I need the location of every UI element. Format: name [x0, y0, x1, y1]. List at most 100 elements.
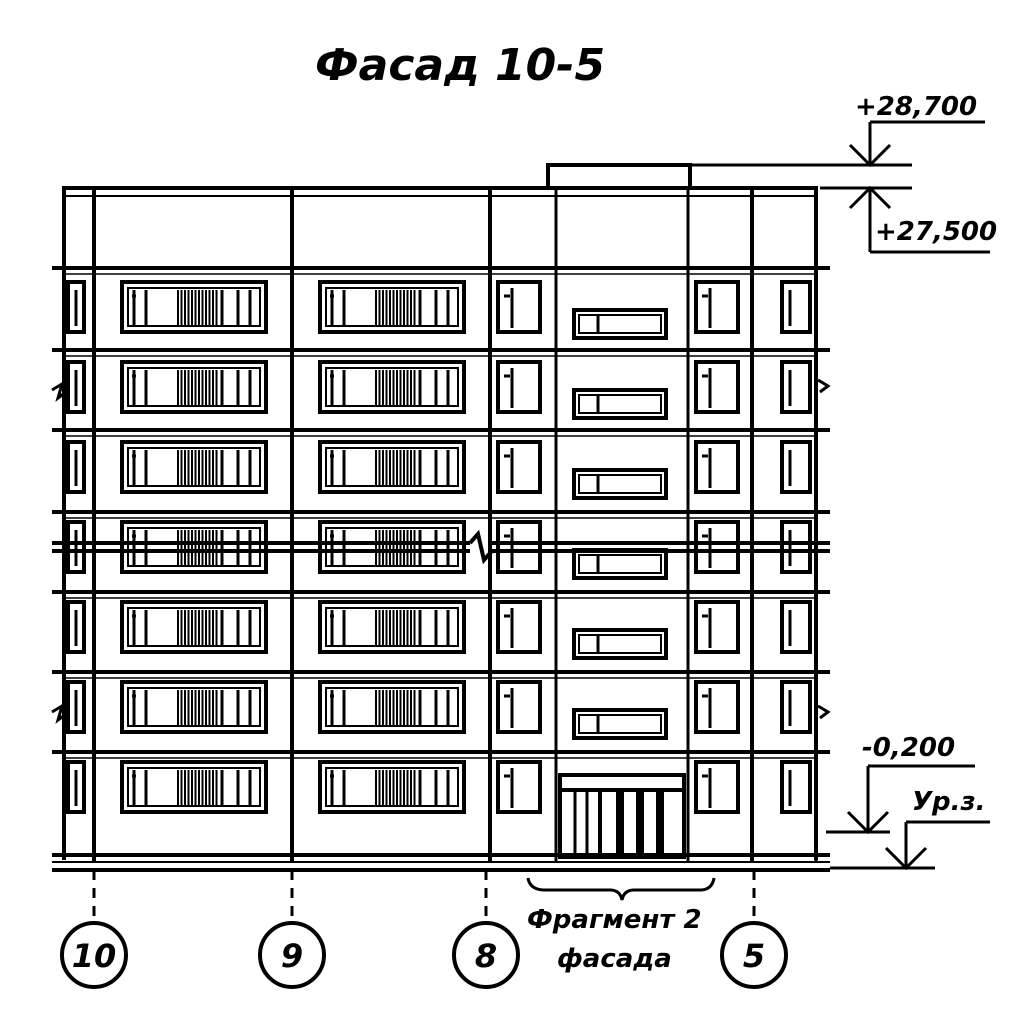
- window-frame: [120, 360, 268, 414]
- window-inner: [325, 447, 459, 487]
- window-inner: [578, 314, 662, 334]
- window-frame: [496, 600, 542, 654]
- window-frame: [66, 520, 86, 574]
- elevation-marker-parapet: [820, 185, 990, 254]
- axis-label: 8: [475, 937, 497, 975]
- elevation-marker-ground: [830, 820, 990, 871]
- edge-window-33: [780, 600, 812, 654]
- axis-marker-5: 5: [720, 870, 788, 989]
- window-frame: [572, 708, 668, 740]
- window-frame: [318, 520, 466, 574]
- wide-window-23: [318, 520, 466, 574]
- small-window-39: [694, 680, 740, 734]
- window-frame: [496, 280, 542, 334]
- small-window-18: [694, 440, 740, 494]
- window-frame: [694, 760, 740, 814]
- window-frame: [66, 440, 86, 494]
- small-window-10: [496, 360, 542, 414]
- edge-window-35: [66, 680, 86, 734]
- window-frame: [66, 680, 86, 734]
- window-frame: [572, 468, 668, 500]
- drawing-title: Фасад 10-5: [315, 40, 605, 91]
- wide-window-30: [318, 600, 466, 654]
- window-frame: [496, 760, 542, 814]
- window-inner: [325, 527, 459, 567]
- elevation-entrance-label: -0,200: [862, 733, 955, 763]
- small-window-25: [694, 520, 740, 574]
- window-frame: [318, 600, 466, 654]
- wide-window-37: [318, 680, 466, 734]
- small-window-32: [694, 600, 740, 654]
- edge-window-12: [780, 360, 812, 414]
- stair-window-41: [572, 708, 668, 740]
- edge-window-14: [66, 440, 86, 494]
- window-inner: [578, 714, 662, 734]
- edge-window-7: [66, 360, 86, 414]
- axis-bubble: [452, 921, 520, 989]
- window-frame: [780, 680, 812, 734]
- window-frame: [120, 680, 268, 734]
- axis-marker-8: 8: [452, 870, 520, 989]
- window-inner: [127, 767, 261, 807]
- axis-markers: 10 9 8 5: [60, 870, 788, 989]
- window-inner: [127, 447, 261, 487]
- window-inner: [127, 527, 261, 567]
- small-window-45: [496, 760, 542, 814]
- axis-label: 5: [743, 937, 765, 975]
- small-window-46: [694, 760, 740, 814]
- window-frame: [318, 760, 466, 814]
- stair-window-13: [572, 388, 668, 420]
- window-inner: [325, 687, 459, 727]
- window-frame: [496, 520, 542, 574]
- elevation-parapet-label: +27,500: [875, 217, 997, 247]
- stair-window-34: [572, 628, 668, 660]
- window-inner: [127, 287, 261, 327]
- window-frame: [780, 360, 812, 414]
- window-frame: [694, 680, 740, 734]
- small-window-11: [694, 360, 740, 414]
- entrance-door: [558, 773, 686, 859]
- edge-window-0: [66, 280, 86, 334]
- window-frame: [318, 360, 466, 414]
- window-frame: [120, 760, 268, 814]
- wide-window-8: [120, 360, 268, 414]
- edge-window-28: [66, 600, 86, 654]
- window-frame: [694, 600, 740, 654]
- wide-window-16: [318, 440, 466, 494]
- axis-bubble: [60, 921, 128, 989]
- edge-break-marks: [51, 378, 831, 724]
- window-frame: [496, 440, 542, 494]
- window-frame: [120, 600, 268, 654]
- fragment-brace: [526, 877, 716, 901]
- window-frame: [694, 280, 740, 334]
- window-frame: [496, 360, 542, 414]
- window-frame: [780, 600, 812, 654]
- window-frame: [318, 440, 466, 494]
- window-inner: [325, 607, 459, 647]
- edge-window-21: [66, 520, 86, 574]
- window-frame: [66, 360, 86, 414]
- wide-window-2: [318, 280, 466, 334]
- wide-window-1: [120, 280, 268, 334]
- small-window-4: [694, 280, 740, 334]
- window-frame: [572, 388, 668, 420]
- small-window-24: [496, 520, 542, 574]
- stair-window-27: [572, 548, 668, 580]
- elevation-ground-label: Ур.з.: [912, 787, 986, 817]
- window-frame: [694, 520, 740, 574]
- window-inner: [127, 607, 261, 647]
- pier-lines: [92, 188, 818, 862]
- wide-window-36: [120, 680, 268, 734]
- stair-window-20: [572, 468, 668, 500]
- wide-window-44: [318, 760, 466, 814]
- window-frame: [318, 680, 466, 734]
- window-frame: [66, 600, 86, 654]
- axis-label: 9: [281, 937, 303, 975]
- edge-window-19: [780, 440, 812, 494]
- window-inner: [578, 394, 662, 414]
- axis-marker-10: 10: [60, 870, 128, 989]
- roof-stair-superstructure: [546, 163, 692, 190]
- window-inner: [325, 287, 459, 327]
